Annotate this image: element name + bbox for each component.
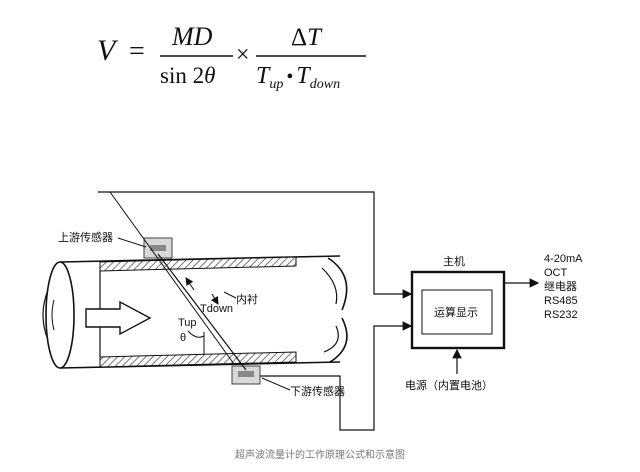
label-power: 电源（内置电池） (405, 378, 493, 392)
pipe-right-end-bottom (329, 317, 348, 363)
formula-times: × (236, 42, 250, 68)
acoustic-path-diagonal (109, 191, 235, 365)
flow-direction-arrow (85, 300, 152, 336)
pipe-left-end-inner (42, 289, 49, 341)
pipe-right-end-bottom-inner (323, 325, 339, 353)
host-unit (410, 270, 506, 350)
label-theta: θ (180, 332, 186, 344)
downstream-sensor-crystal (238, 371, 254, 377)
label-tdown: Tdown (200, 303, 233, 315)
theta-arc (187, 330, 205, 338)
tdown-arrow (210, 293, 219, 305)
output-item: 继电器 (544, 280, 577, 293)
formula-denominator-2: Tup•Tdown (256, 63, 340, 92)
formula: V = MD sin 2θ × ΔT Tup•Tdown (97, 22, 366, 92)
output-item: 4-20mA (544, 253, 583, 265)
pipe-left-end (45, 261, 75, 369)
host-display-box (421, 289, 493, 335)
formula-equals: = (129, 36, 145, 67)
leader-upstream (117, 237, 147, 248)
wire-upstream-to-host (98, 191, 413, 299)
downstream-sensor (231, 365, 261, 385)
liner-top (99, 256, 297, 272)
leader-downstream (261, 377, 291, 391)
leader-liner (223, 291, 237, 299)
output-item: RS485 (544, 295, 578, 307)
output-list: 4-20mA OCT 继电器 RS485 RS232 (544, 253, 583, 321)
signal-paths (109, 191, 247, 371)
label-upstream-sensor: 上游传感器 (58, 231, 113, 244)
output-item: OCT (544, 267, 568, 279)
wire-downstream-to-host (260, 321, 413, 431)
pipe-right-end-top-inner (321, 267, 338, 305)
pipe-left-end-inner-2 (51, 299, 55, 331)
upstream-sensor-crystal (150, 245, 166, 251)
formula-lhs: V (97, 34, 119, 67)
formula-numerator-2: ΔT (291, 24, 323, 51)
formula-numerator-1: MD (171, 22, 213, 51)
pipe (42, 255, 348, 369)
formula-denominator-1: sin 2θ (160, 63, 215, 88)
acoustic-path-down (157, 253, 247, 371)
figure-caption: 超声波流量计的工作原理公式和示意图 (235, 448, 405, 461)
label-tup: Tup (178, 317, 197, 329)
wiring (98, 191, 540, 431)
pipe-right-end-top (327, 257, 348, 311)
tup-arrow (185, 277, 195, 291)
label-host-display: 运算显示 (434, 305, 478, 319)
label-downstream-sensor: 下游传感器 (290, 385, 345, 398)
label-liner: 内衬 (236, 292, 258, 306)
liner-bottom (99, 351, 297, 368)
upstream-sensor (143, 237, 173, 259)
label-host-title: 主机 (443, 254, 465, 268)
output-item: RS232 (544, 309, 578, 321)
